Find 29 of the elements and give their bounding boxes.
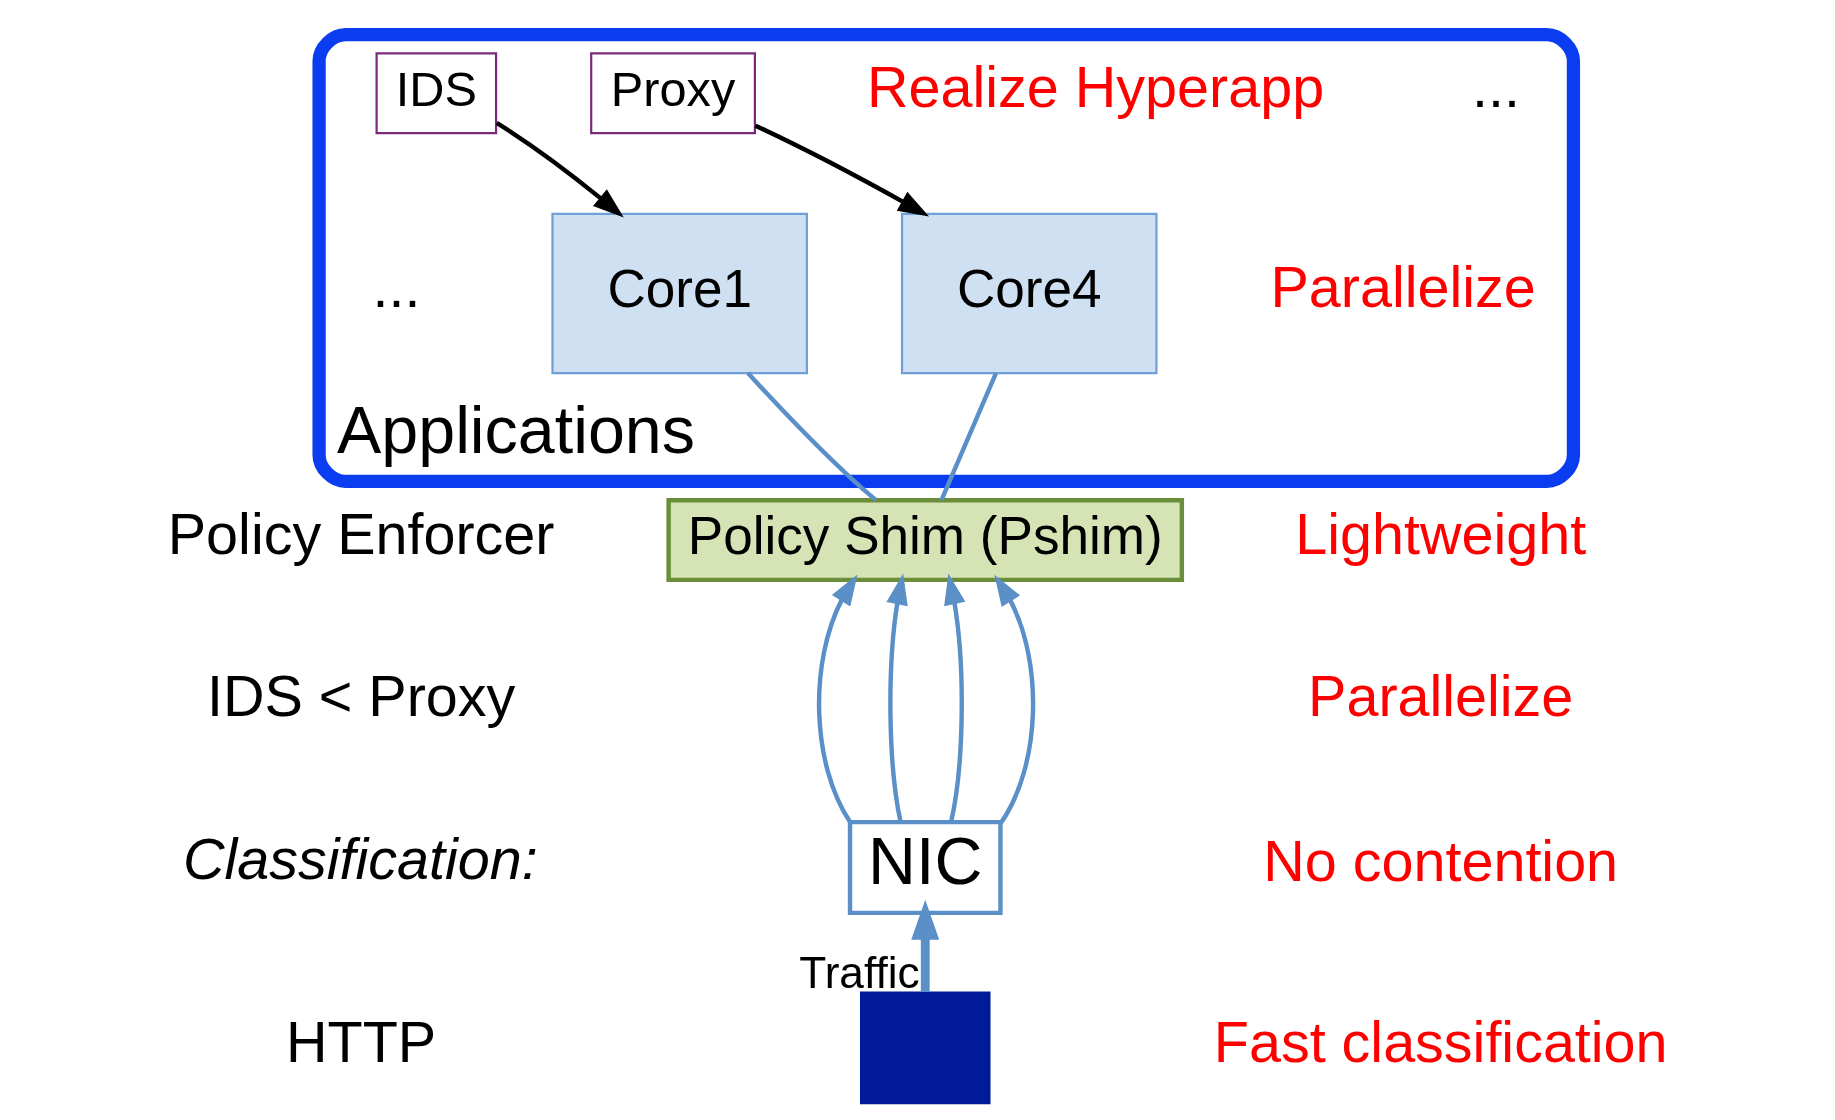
arrow [495,121,624,218]
node-box: NIC [847,819,1003,916]
connector [939,372,998,501]
edge-label: Traffic [799,947,920,997]
label: IDS < Proxy [206,663,516,728]
label: Parallelize [1308,663,1574,728]
arrow [886,573,908,823]
node-box [860,991,991,1105]
label: HTTP [286,1009,437,1074]
label: Lightweight [1295,502,1587,567]
label: Policy Enforcer [167,502,555,567]
label: ... [372,255,421,320]
label: Parallelize [1270,255,1536,320]
node-box: Policy Shim (Pshim) [666,498,1185,583]
label: ... [1472,55,1520,120]
label: Classification: [183,827,538,892]
label: Realize Hyperapp [867,55,1325,120]
node-box: Core1 [551,212,808,375]
node-box: Proxy [590,52,756,135]
arrow [944,573,966,823]
label: No contention [1263,829,1619,894]
connector [746,371,878,502]
arrow [817,574,858,823]
arrow [754,123,930,217]
arrow [994,574,1036,825]
label: Fast classification [1213,1009,1668,1074]
node-box: IDS [375,52,498,135]
arrow [911,899,940,992]
node-box: Core4 [900,212,1158,375]
